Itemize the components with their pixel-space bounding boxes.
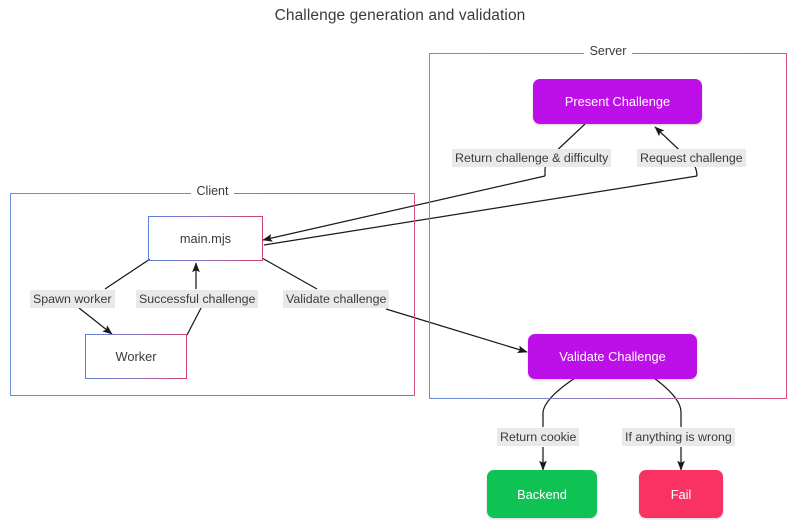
node-backend[interactable]: Backend [487, 470, 597, 518]
edge-label-if-anything-is-wrong: If anything is wrong [622, 428, 735, 446]
node-present-challenge-label: Present Challenge [564, 94, 671, 109]
edge-label-validate-challenge: Validate challenge [283, 290, 390, 308]
node-main-mjs-label: main.mjs [179, 231, 232, 246]
node-worker-label: Worker [115, 349, 157, 364]
page-title: Challenge generation and validation [274, 7, 526, 24]
edge-label-request-challenge: Request challenge [637, 149, 746, 167]
group-client-label: Client [11, 184, 414, 198]
node-validate-challenge[interactable]: Validate Challenge [528, 334, 697, 379]
edge-label-return-challenge-difficulty: Return challenge & difficulty [452, 149, 612, 167]
edge-label-successful-challenge: Successful challenge [136, 290, 259, 308]
node-present-challenge[interactable]: Present Challenge [533, 79, 702, 124]
group-client-label-text: Client [190, 184, 235, 198]
group-server-label: Server [430, 44, 786, 58]
node-validate-challenge-label: Validate Challenge [559, 349, 666, 364]
node-backend-label: Backend [517, 486, 567, 502]
node-main-mjs[interactable]: main.mjs [148, 216, 263, 261]
group-server-label-text: Server [583, 44, 633, 58]
node-fail-label: Fail [670, 486, 692, 502]
edge-label-spawn-worker: Spawn worker [30, 290, 115, 308]
edge-label-return-cookie: Return cookie [497, 428, 580, 446]
node-worker[interactable]: Worker [85, 334, 187, 379]
node-fail[interactable]: Fail [639, 470, 723, 518]
